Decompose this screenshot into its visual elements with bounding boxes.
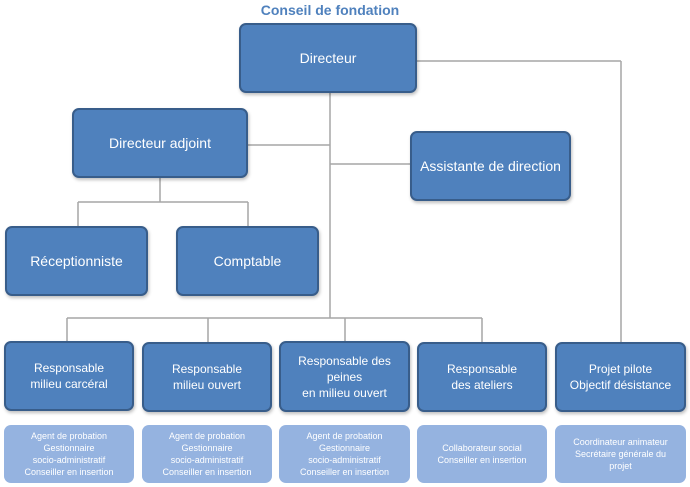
sub-item: Gestionnaire <box>318 443 371 453</box>
node-projet-pilote-line-2: Objectif désistance <box>569 378 672 392</box>
sub-list-peines: Agent de probation Gestionnaire socio-ad… <box>279 425 410 483</box>
sub-item: socio-administratif <box>170 455 244 465</box>
sub-item: Secrétaire générale du <box>574 449 667 459</box>
node-resp-ateliers-line-2: des ateliers <box>451 378 513 392</box>
sub-list-ouvert: Agent de probation Gestionnaire socio-ad… <box>142 425 272 483</box>
node-directeur-adjoint: Directeur adjoint <box>72 108 248 178</box>
node-comptable-label: Comptable <box>213 253 282 269</box>
node-resp-peines-line-2: peines <box>326 369 363 384</box>
node-directeur-label: Directeur <box>299 50 357 66</box>
node-resp-ouvert: Responsable milieu ouvert <box>142 342 272 412</box>
sub-item: Gestionnaire <box>181 443 233 453</box>
node-resp-peines-line-1: Responsable des <box>298 353 391 368</box>
page-title: Conseil de fondation <box>260 2 400 18</box>
sub-item: Agent de probation <box>306 431 383 441</box>
sub-item: projet <box>609 461 632 471</box>
node-projet-pilote-line-1: Projet pilote <box>588 362 653 376</box>
sub-item: Agent de probation <box>168 431 246 441</box>
node-resp-carceral-line-1: Responsable <box>33 361 105 375</box>
node-resp-peines-line-3: en milieu ouvert <box>302 385 387 400</box>
sub-item: Coordinateur animateur <box>573 437 668 447</box>
node-resp-carceral: Responsable milieu carcéral <box>4 341 134 411</box>
node-directeur: Directeur <box>239 23 417 93</box>
sub-item: Conseiller en insertion <box>24 467 114 477</box>
sub-item: socio-administratif <box>32 455 106 465</box>
node-assistante-label: Assistante de direction <box>420 158 561 174</box>
node-resp-ateliers-line-1: Responsable <box>446 362 518 376</box>
node-resp-ouvert-line-2: milieu ouvert <box>172 378 242 392</box>
node-projet-pilote: Projet pilote Objectif désistance <box>555 342 686 412</box>
sub-item: Conseiller en insertion <box>162 467 252 477</box>
sub-list-carceral: Agent de probation Gestionnaire socio-ad… <box>4 425 134 483</box>
node-resp-ateliers: Responsable des ateliers <box>417 342 547 412</box>
sub-list-ateliers: Collaborateur social Conseiller en inser… <box>417 425 547 483</box>
sub-item: Conseiller en insertion <box>437 455 527 465</box>
node-resp-carceral-line-2: milieu carcéral <box>30 377 108 391</box>
node-resp-peines: Responsable des peines en milieu ouvert <box>279 341 410 412</box>
node-receptionniste: Réceptionniste <box>5 226 148 296</box>
node-comptable: Comptable <box>176 226 319 296</box>
sub-list-projet: Coordinateur animateur Secrétaire généra… <box>555 425 686 483</box>
node-resp-ouvert-line-1: Responsable <box>171 362 243 376</box>
node-directeur-adjoint-label: Directeur adjoint <box>109 135 211 151</box>
node-receptionniste-label: Réceptionniste <box>30 253 123 269</box>
sub-item: Gestionnaire <box>43 443 95 453</box>
sub-item: Collaborateur social <box>442 443 522 453</box>
node-assistante: Assistante de direction <box>410 131 571 201</box>
sub-item: socio-administratif <box>308 455 381 465</box>
sub-item: Conseiller en insertion <box>299 467 390 477</box>
sub-item: Agent de probation <box>30 431 108 441</box>
